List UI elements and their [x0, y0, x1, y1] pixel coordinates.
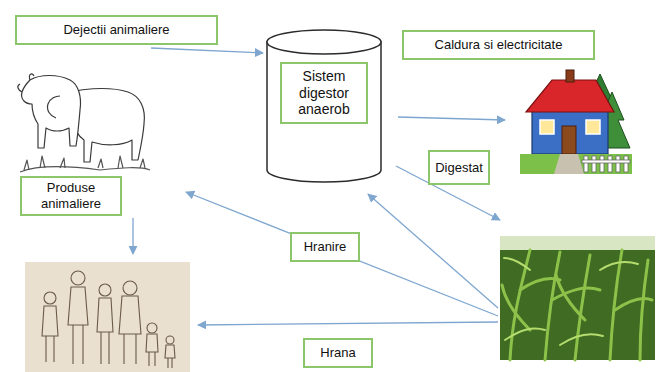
label-box: Hrana: [303, 338, 373, 368]
house-wall: [532, 110, 608, 154]
corn-field-photo: [500, 236, 655, 360]
corn-leaves: [504, 258, 638, 345]
house-roof: [526, 80, 614, 112]
figures: [42, 271, 175, 368]
digester-cylinder: Sistem digestor anaerob: [265, 28, 383, 184]
box-label: Hranire: [304, 239, 347, 255]
arrow: [198, 322, 498, 325]
cow-head: [47, 96, 60, 118]
door: [562, 126, 576, 154]
corn-leaves: [502, 250, 652, 360]
lawn: [520, 154, 632, 174]
arrow: [368, 194, 498, 308]
paper-ground: [25, 262, 190, 372]
box-label: Produse animaliere: [27, 180, 115, 211]
field-ground: [500, 236, 655, 360]
inner-label-frame: Sistem digestor anaerob: [280, 62, 368, 124]
path: [554, 154, 584, 174]
arrow: [186, 192, 498, 316]
people-sketch: [25, 262, 190, 372]
chimney: [566, 70, 574, 82]
grass-blades: [24, 156, 145, 170]
window: [540, 120, 554, 134]
label-box: Caldura si electricitate: [402, 30, 595, 60]
cylinder-body: [267, 42, 381, 182]
window: [586, 120, 600, 134]
house-illustration: [520, 70, 632, 174]
cow-body: [22, 76, 81, 149]
sky-strip: [500, 236, 655, 250]
box-label: Caldura si electricitate: [435, 37, 563, 53]
label-box: Digestat: [428, 150, 490, 185]
label-box: Dejectii animaliere: [15, 15, 218, 45]
label-box: Produse animaliere: [20, 176, 122, 216]
cylinder-top: [267, 30, 381, 54]
box-label: Sistem digestor anaerob: [287, 68, 361, 118]
fence: [582, 156, 630, 172]
box-label: Digestat: [435, 160, 483, 176]
flow-connector: [151, 48, 263, 53]
box-label: Hrana: [320, 345, 355, 361]
grass-line: [20, 167, 150, 173]
arrow: [398, 117, 505, 120]
label-box: Hranire: [290, 232, 360, 262]
cows-illustration: [18, 74, 150, 172]
cow-ear: [18, 74, 34, 92]
box-label: Dejectii animaliere: [63, 22, 169, 38]
arrow: [132, 218, 133, 254]
